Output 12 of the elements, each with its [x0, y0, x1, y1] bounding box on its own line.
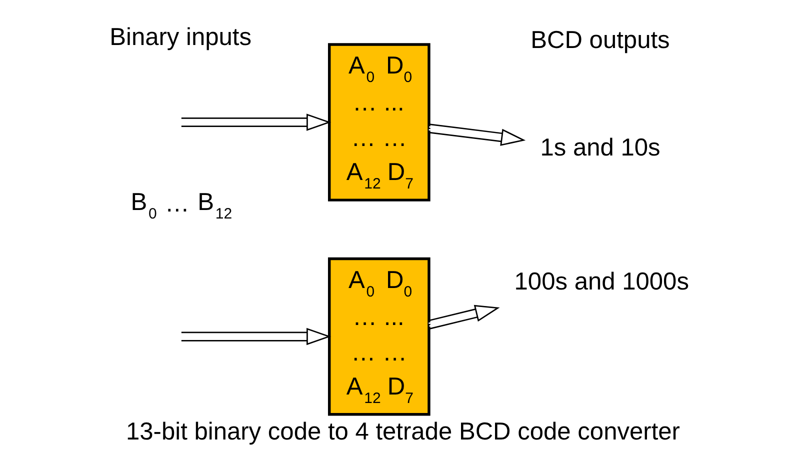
node-text: 1s and 10s [540, 134, 660, 162]
label: Binary inputs [109, 24, 252, 51]
arrow [180, 113, 331, 130]
node-box: A$_{0}$ D$_{0}$ … ... … … A$_{12}$ D$_{7}$ [327, 42, 430, 201]
arrow [427, 304, 500, 329]
label: BCD outputs [530, 26, 670, 54]
caption: 13-bit binary code to 4 tetrade BCD code converter [126, 418, 680, 445]
arrow [180, 327, 331, 345]
arrow [428, 123, 526, 146]
node-text: 100s and 1000s [514, 268, 688, 295]
node-box: A$_{0}$ D$_{0}$ … ... … … A$_{12}$ D$_{7}$ [327, 256, 430, 416]
label: B$_{0}$ … B$_{12}$ [130, 188, 232, 222]
